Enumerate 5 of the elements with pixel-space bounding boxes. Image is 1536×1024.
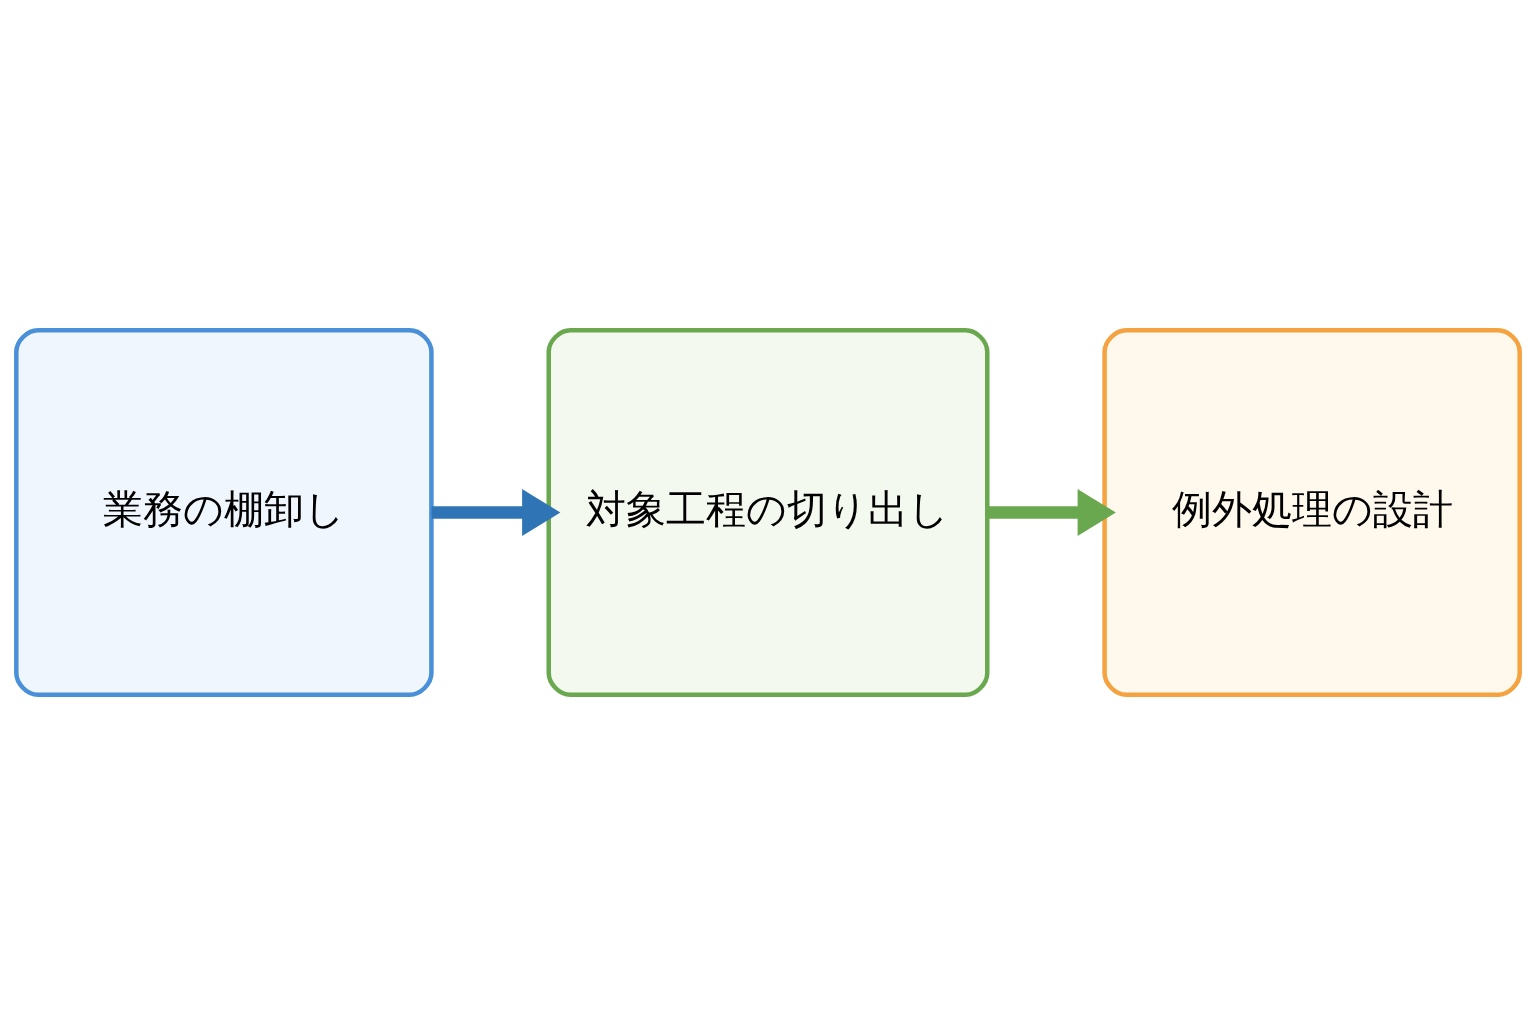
node-box: 対象工程の切り出し <box>546 327 990 697</box>
node-box: 業務の棚卸し <box>14 327 434 697</box>
arrow <box>987 488 1116 536</box>
arrow <box>431 488 561 536</box>
node-box: 例外処理の設計 <box>1102 327 1522 697</box>
